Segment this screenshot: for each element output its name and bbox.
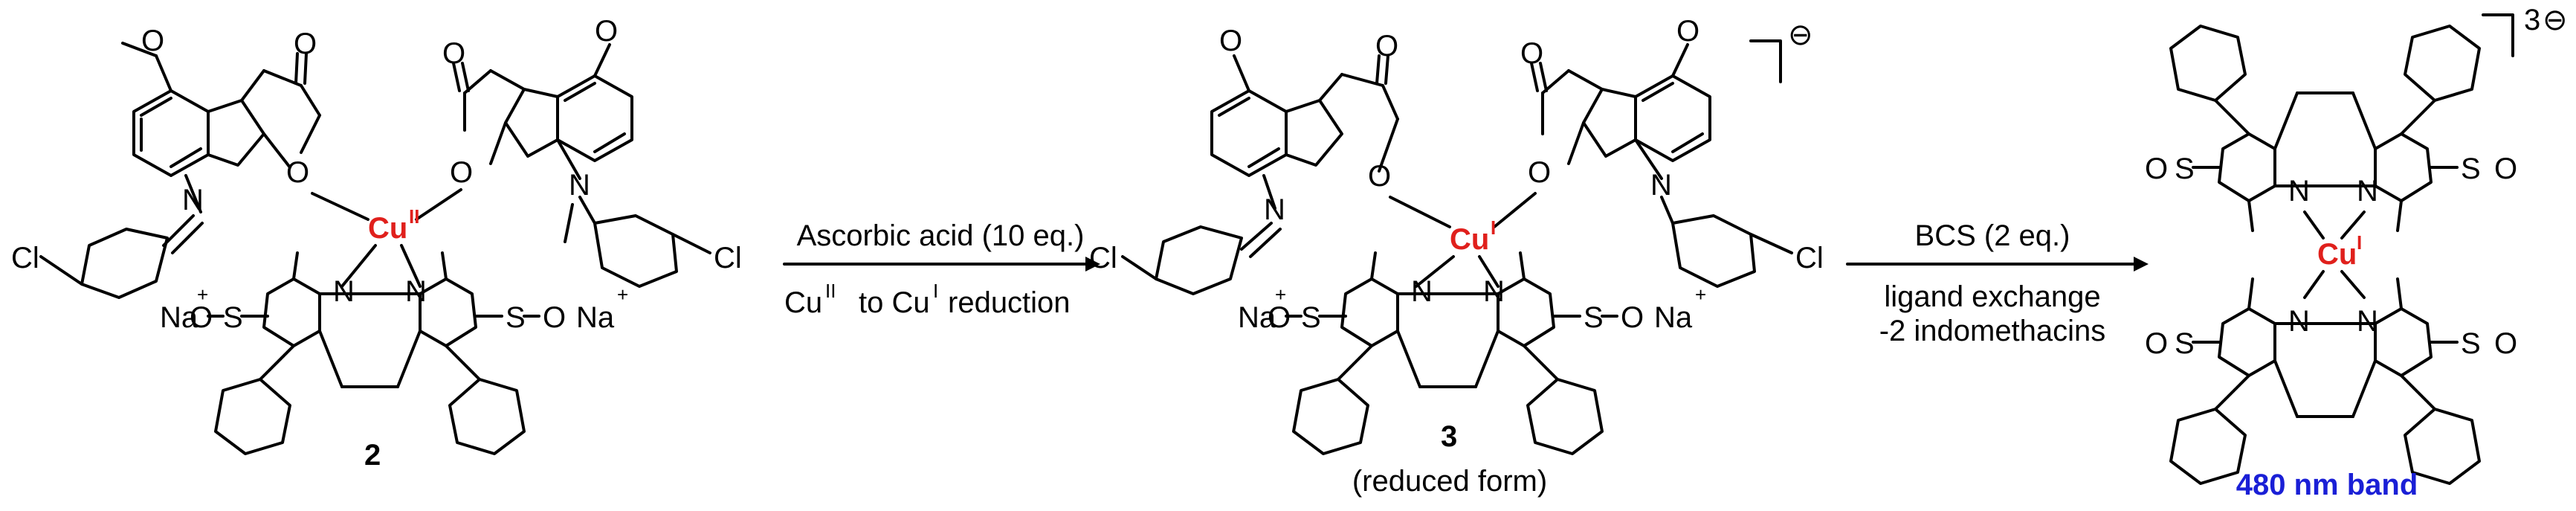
lower-s-right: S — [2461, 327, 2481, 360]
cu-center-2: Cu — [368, 212, 407, 245]
arrow-2-reagent: BCS (2 eq.) — [1915, 219, 2070, 252]
indomethacin-left-3 — [1121, 54, 1399, 295]
na-right-3: Na — [1654, 301, 1693, 334]
na-left-3: Na — [1238, 301, 1276, 334]
phen-n-left-2: N — [333, 275, 355, 308]
bracket-product — [2482, 13, 2514, 57]
na-plus-left-3: + — [1275, 283, 1286, 306]
chloro-right-3: Cl — [1795, 242, 1824, 274]
o-minus-left-3: O — [1268, 301, 1291, 334]
indomethacin-left-2 — [39, 42, 321, 299]
compound-3: O O N O Cl O O N O Cl Cu I — [1089, 15, 1824, 498]
lower-o-left: O — [2145, 327, 2168, 360]
lower-o-right: O — [2494, 327, 2517, 360]
phen-n-left-3: N — [1411, 275, 1433, 308]
sulfur-right-2: S — [506, 301, 526, 334]
chloro-left-2: Cl — [11, 242, 39, 274]
upper-s-right: S — [2461, 152, 2481, 185]
o-minus-left-2: O — [190, 301, 213, 334]
ester-o-right-2: O — [450, 156, 473, 189]
indomethacin-right-2 — [452, 43, 711, 288]
charge-3: ⊖ — [1788, 19, 1813, 51]
methoxy-o-left-2: O — [141, 25, 164, 57]
sulfur-left-2: S — [223, 301, 243, 334]
bcs-lower — [2169, 277, 2481, 485]
indomethacin-right-3 — [1530, 43, 1793, 288]
o-minus-right-3: O — [1621, 301, 1644, 334]
bracket-3 — [1749, 39, 1782, 83]
carbonyl-o-left-2: O — [294, 28, 317, 60]
product-complex: N N S O S O Cu I N N S O — [2145, 4, 2568, 501]
arrow-2: BCS (2 eq.) ligand exchange -2 indometha… — [1846, 219, 2149, 347]
ester-o-left-3: O — [1368, 160, 1391, 193]
compound-3-label: 3 — [1441, 420, 1457, 453]
indole-n-right-3: N — [1650, 169, 1672, 202]
sulfur-left-3: S — [1301, 301, 1321, 334]
bcs-upper — [2169, 25, 2481, 232]
na-plus-right-3: + — [1695, 283, 1706, 306]
lower-n-left: N — [2288, 305, 2310, 338]
cu-center-3: Cu — [1450, 223, 1489, 256]
carbonyl-o-right-2: O — [442, 37, 465, 70]
na-plus-right-2: + — [617, 283, 628, 306]
compound-2-label: 2 — [364, 439, 381, 472]
cu-oxidation-3: I — [1491, 216, 1496, 239]
ester-o-left-2: O — [286, 156, 309, 189]
o-minus-right-2: O — [543, 301, 566, 334]
charge-sign-product: ⊖ — [2543, 4, 2568, 36]
arrowhead-1 — [1085, 257, 1100, 271]
band-label: 480 nm band — [2236, 469, 2418, 501]
cu-center-product: Cu — [2317, 238, 2357, 271]
arrow-1-reagent: Ascorbic acid (10 eq.) — [797, 219, 1085, 252]
phenanthroline-2 — [214, 251, 526, 455]
phen-n-right-2: N — [405, 275, 427, 308]
cu-oxidation-2: II — [409, 205, 419, 228]
arrow-1-reduction: reduction — [948, 286, 1071, 319]
arrow-2-line1: ligand exchange — [1884, 280, 2100, 313]
na-left-2: Na — [160, 301, 198, 334]
phenanthroline-3 — [1292, 251, 1604, 455]
upper-o-left: O — [2145, 152, 2168, 185]
arrow-1-cu-start: Cu — [784, 286, 822, 319]
upper-n-right: N — [2357, 175, 2378, 208]
sulfur-right-3: S — [1584, 301, 1604, 334]
arrow-1-cu-end-sup: I — [933, 280, 938, 302]
lower-s-left: S — [2175, 327, 2195, 360]
chloro-left-3: Cl — [1089, 242, 1117, 274]
indole-n-right-2: N — [569, 169, 590, 202]
indole-n-left-3: N — [1264, 193, 1285, 226]
methoxy-o-left-3: O — [1219, 25, 1242, 57]
arrow-1-cu-start-sup: II — [825, 280, 836, 302]
charge-number-product: 3 — [2524, 4, 2540, 36]
indole-n-left-2: N — [182, 184, 204, 216]
upper-n-left: N — [2288, 175, 2310, 208]
na-plus-left-2: + — [197, 283, 208, 306]
cu-oxidation-product: I — [2357, 231, 2362, 254]
chloro-right-2: Cl — [714, 242, 742, 274]
arrow-1: Ascorbic acid (10 eq.) Cu II to Cu I red… — [783, 219, 1100, 319]
compound-3-caption: (reduced form) — [1352, 465, 1547, 498]
phen-n-right-3: N — [1483, 275, 1505, 308]
arrowhead-2 — [2134, 257, 2149, 271]
arrow-1-to-cu: to Cu — [859, 286, 930, 319]
compound-2: O O N O Cl O O N O Cl — [11, 15, 742, 472]
arrow-2-line2: -2 indomethacins — [1879, 315, 2106, 347]
carbonyl-o-left-3: O — [1375, 30, 1398, 62]
na-right-2: Na — [576, 301, 615, 334]
carbonyl-o-right-3: O — [1520, 37, 1543, 70]
upper-s-left: S — [2175, 152, 2195, 185]
upper-o-right: O — [2494, 152, 2517, 185]
lower-n-right: N — [2357, 305, 2378, 338]
ester-o-right-3: O — [1528, 156, 1551, 189]
methoxy-o-right-2: O — [595, 15, 618, 48]
methoxy-o-right-3: O — [1676, 15, 1699, 48]
